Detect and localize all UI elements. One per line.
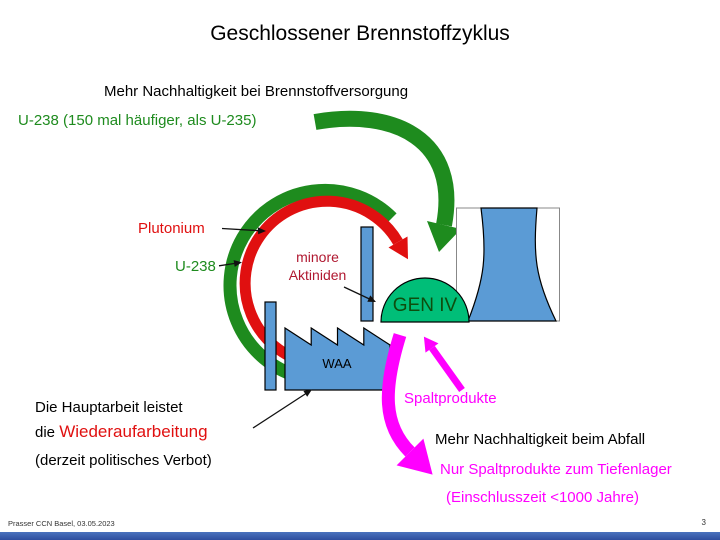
bottom-bar — [0, 532, 720, 540]
recycle-arc-red-arrowhead — [388, 236, 408, 260]
cooling-tower — [467, 207, 557, 322]
u238-supply-arrow — [313, 110, 455, 227]
reactor-gen-iv-label: GEN IV — [392, 295, 458, 316]
plutonium-pointer-line — [221, 227, 260, 232]
reprocessing-plant-label: WAA — [322, 356, 352, 371]
plutonium-label: Plutonium — [138, 220, 205, 237]
waste-line2: (Einschlusszeit <1000 Jahre) — [446, 489, 640, 506]
reprocessing-pointer-line — [252, 392, 307, 429]
reprocessing-note-line2-prefix: die — [35, 424, 60, 441]
u238-pointer-line — [218, 262, 236, 267]
fuel-supply-heading: Mehr Nachhaltigkeit bei Brennstoffversor… — [104, 83, 409, 100]
u238-pointer-arrowhead — [233, 260, 242, 267]
reactor-dome — [380, 277, 470, 323]
reprocessing-note-line3: (derzeit politisches Verbot) — [35, 452, 212, 469]
minor-actinides-line1: minore — [296, 249, 339, 265]
reprocessing-note-line1: Die Hauptarbeit leistet — [35, 399, 183, 416]
u238-recycle-label: U-238 — [175, 258, 216, 275]
minor-actinides-line2: Aktiniden — [288, 267, 347, 283]
reprocessing-note-line2: die Wiederaufarbeitung — [35, 422, 208, 442]
page-number: 3 — [701, 518, 706, 527]
minor-actinides-label: minore Aktiniden — [270, 248, 365, 284]
waste-heading: Mehr Nachhaltigkeit beim Abfall — [435, 431, 646, 448]
waste-arrow — [381, 333, 415, 457]
plutonium-pointer-arrowhead — [257, 227, 266, 235]
minor-actinides-pointer-line — [343, 286, 370, 300]
recycle-arc-green-u238 — [223, 183, 397, 384]
reprocessing-note-line2-emphasis: Wiederaufarbeitung — [59, 422, 208, 441]
reprocessing-pointer-arrowhead — [303, 389, 312, 397]
fission-products-arrow — [429, 345, 465, 393]
waste-arrowhead — [396, 438, 433, 475]
u238-supply-arrowhead — [427, 221, 461, 252]
u238-supply-label: U-238 (150 mal häufiger, als U-235) — [18, 112, 257, 129]
minor-actinides-pointer-arrowhead — [367, 295, 376, 302]
factory-chimney — [264, 301, 277, 391]
slide-title: Geschlossener Brennstoffzyklus — [210, 22, 510, 45]
footer-credit: Prasser CCN Basel, 03.05.2023 — [8, 519, 115, 528]
fission-products-arrowhead — [423, 336, 439, 353]
waste-line1: Nur Spaltprodukte zum Tiefenlager — [440, 461, 672, 478]
fission-products-label: Spaltprodukte — [404, 390, 497, 407]
